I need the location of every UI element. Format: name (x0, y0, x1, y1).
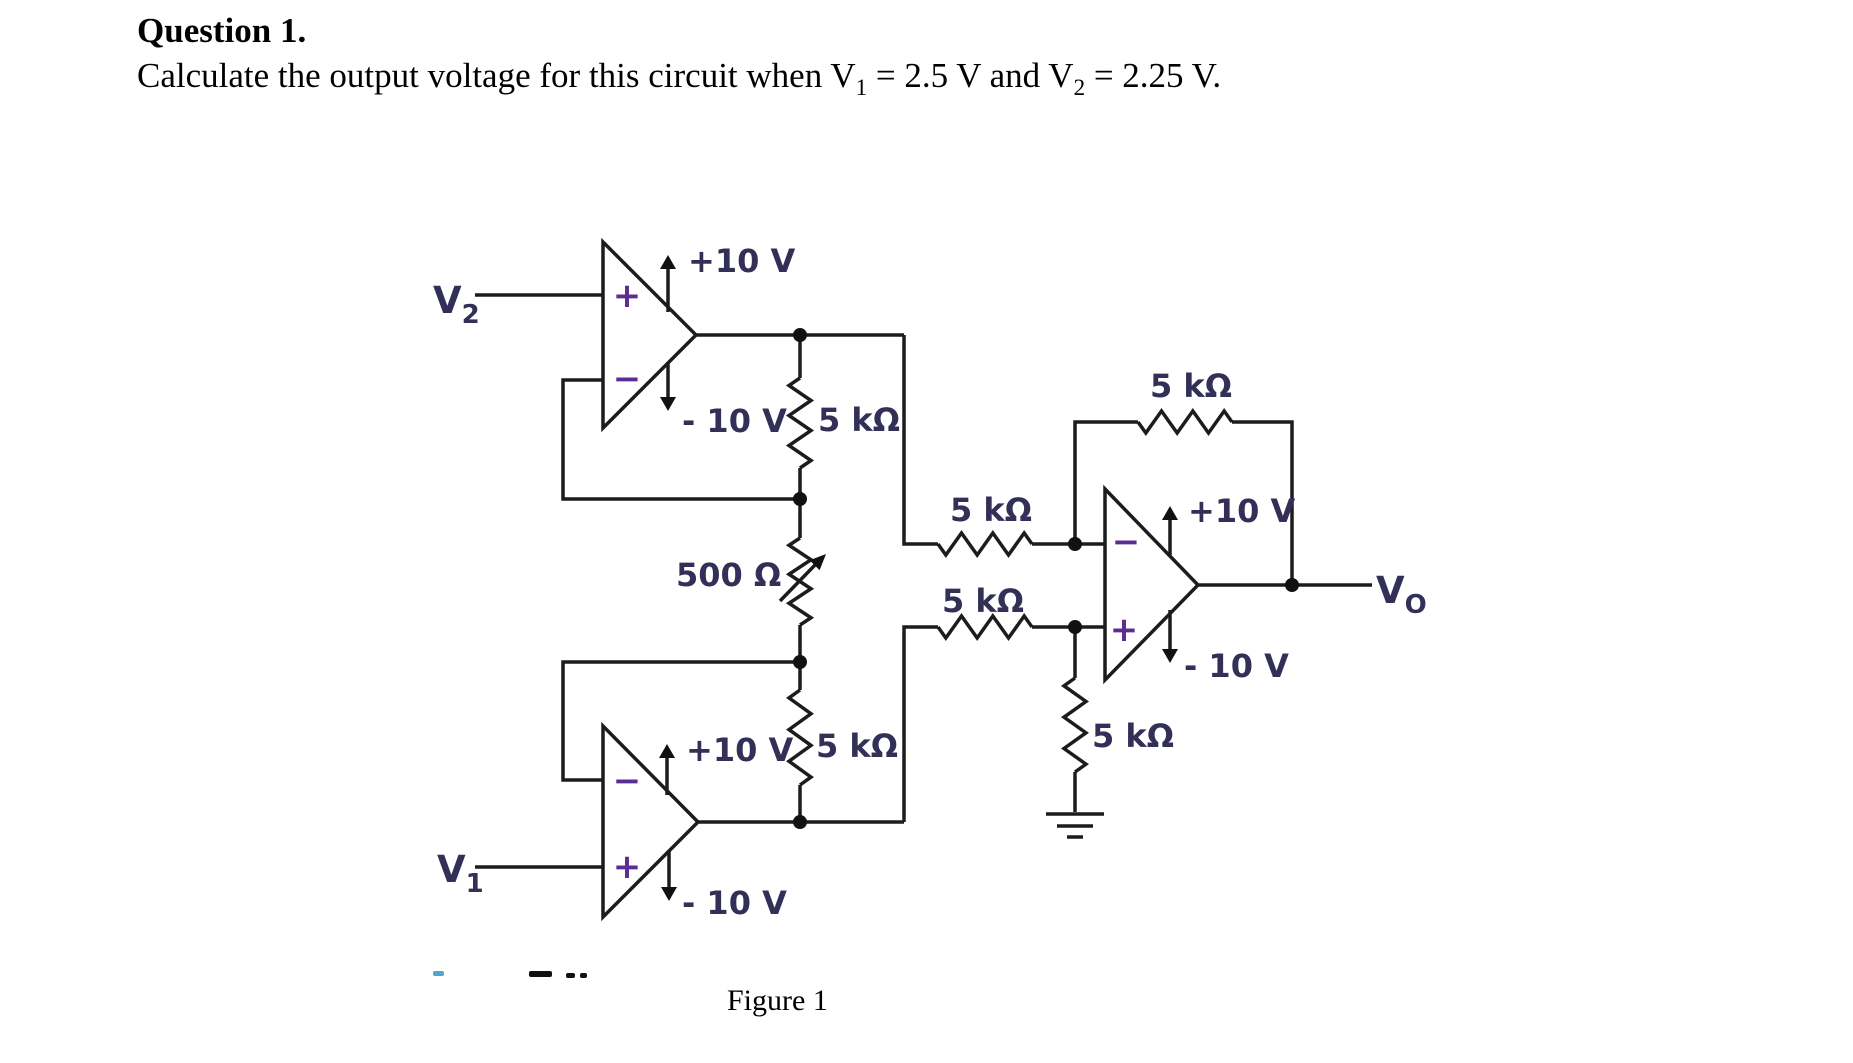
cropped-text-fragment (529, 971, 552, 977)
variable-resistor-arrow (778, 563, 817, 603)
variable-resistor-arrow-head (809, 554, 826, 571)
opamp-buffer-bottom (601, 721, 701, 922)
plus-input-marker-diff-amp: + (1110, 610, 1139, 650)
supply-arrow-pos-diff-amp-head (1162, 506, 1178, 520)
supply-arrow-neg-buffer-bottom-head (661, 887, 677, 901)
resistor-label-to-minus: 5 kΩ (950, 491, 1032, 529)
supply-arrow-neg-buffer-top-head (660, 397, 676, 411)
resistor-label-chain-mid: 500 Ω (676, 556, 781, 594)
junction-dot (1068, 620, 1082, 634)
input-v2-label: V2 (433, 279, 480, 330)
plus-input-marker-buffer-bottom: + (613, 847, 642, 887)
resistor-chain-top (785, 376, 815, 470)
wire-feedback-right (1232, 420, 1294, 585)
cropped-text-fragment (566, 973, 575, 978)
supply-neg-label-buffer-top: - 10 V (682, 402, 787, 440)
resistor-label-to-ground: 5 kΩ (1092, 717, 1174, 755)
junction-dot (793, 815, 807, 829)
opamp-buffer-top (601, 237, 699, 433)
question-title: Question 1. (137, 11, 307, 50)
figure-caption: Figure 1 (727, 984, 828, 1017)
minus-input-marker-buffer-bottom: − (613, 761, 642, 801)
opamp-diff-amp (1103, 484, 1201, 685)
wire-feedback-buffer-bottom (561, 660, 800, 782)
wire-to-minus-resistor (902, 335, 938, 546)
resistor-label-to-plus: 5 kΩ (942, 582, 1024, 620)
supply-pos-label-diff-amp: +10 V (1188, 492, 1295, 530)
output-vo-label: VO (1376, 569, 1427, 620)
cropped-text-fragment (580, 973, 587, 978)
supply-neg-label-diff-amp: - 10 V (1184, 647, 1289, 685)
wire-feedback-left (1073, 420, 1138, 544)
supply-neg-label-buffer-bottom: - 10 V (682, 884, 787, 922)
junction-dot (793, 655, 807, 669)
resistor-to-plus (936, 612, 1034, 642)
resistor-to-minus (936, 529, 1034, 559)
resistor-label-chain-bottom: 5 kΩ (816, 727, 898, 765)
input-v1-label: V1 (437, 848, 484, 899)
wire-to-plus-resistor (902, 625, 938, 822)
supply-arrow-pos-buffer-top-head (660, 255, 676, 269)
junction-dot (1068, 537, 1082, 551)
supply-pos-label-buffer-bottom: +10 V (686, 731, 793, 769)
resistor-label-feedback: 5 kΩ (1150, 367, 1232, 405)
junction-dot (1285, 578, 1299, 592)
minus-input-marker-diff-amp: − (1112, 522, 1141, 562)
supply-pos-label-buffer-top: +10 V (688, 242, 795, 280)
resistor-feedback (1136, 407, 1234, 437)
supply-arrow-pos-buffer-bottom-head (659, 744, 675, 758)
plus-input-marker-buffer-top: + (613, 276, 642, 316)
cropped-text-fragment (433, 971, 444, 976)
resistor-label-chain-top: 5 kΩ (818, 401, 900, 439)
resistor-chain-bottom (786, 688, 814, 787)
resistor-to-ground (1060, 676, 1090, 774)
junction-dot (793, 492, 807, 506)
minus-input-marker-buffer-top: − (613, 359, 642, 399)
junction-dot (793, 328, 807, 342)
wire-feedback-buffer-top (561, 378, 800, 501)
question-text: Calculate the output voltage for this ci… (137, 56, 1222, 100)
supply-arrow-neg-diff-amp-head (1162, 649, 1178, 663)
